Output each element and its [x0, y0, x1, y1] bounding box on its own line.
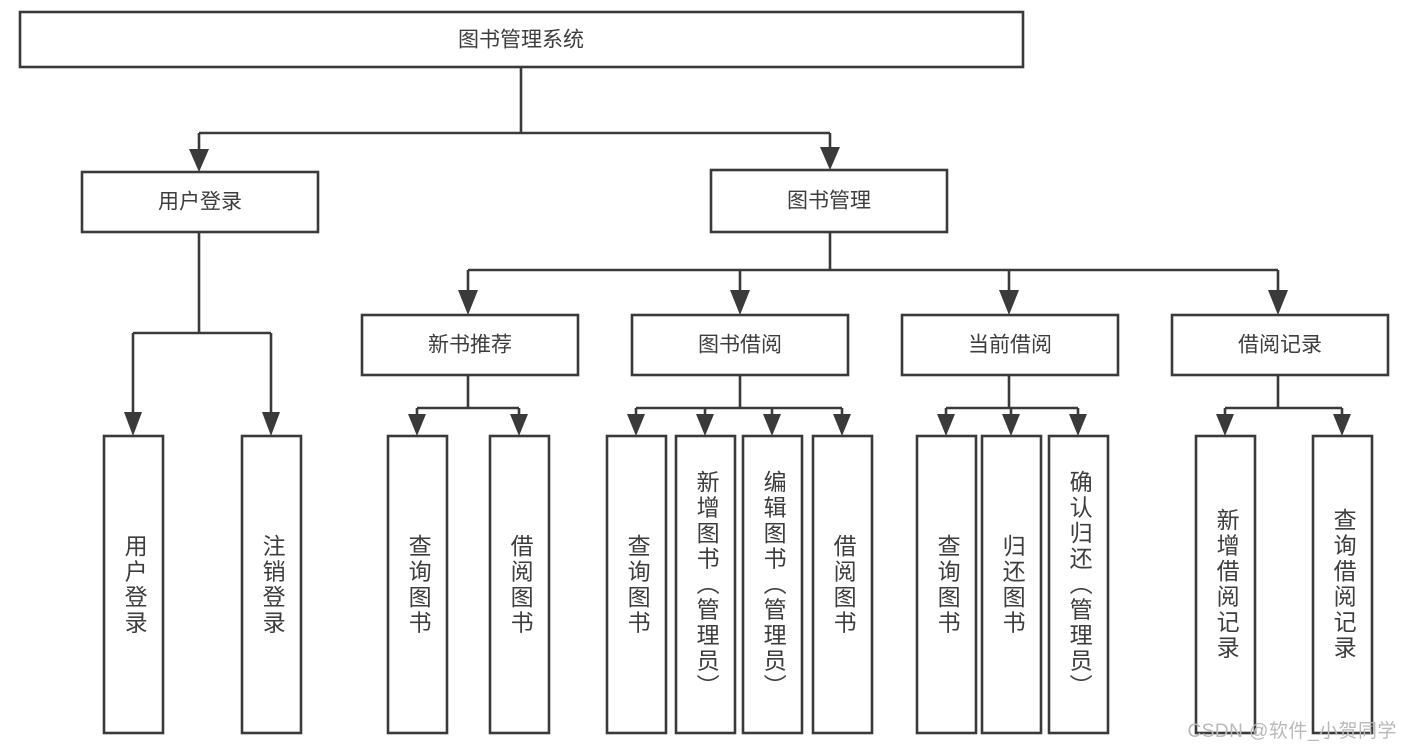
watermark-label: CSDN @软件_小贺同学: [1187, 721, 1397, 742]
arrowhead-to-leaf-borrow-book-2: [833, 414, 851, 436]
node-box-layer: 图书管理系统 用户登录 图书管理 新书推荐 图书借阅 当前借阅 借阅记录: [18, 10, 1390, 735]
node-box-root[interactable]: [18, 10, 1025, 69]
arrowhead-layer: [124, 147, 1351, 436]
node-box-leaf-borrow-book-2[interactable]: [811, 434, 874, 735]
node-box-leaf-borrow-book-1[interactable]: [488, 434, 551, 735]
node-box-user-login[interactable]: [80, 170, 320, 234]
node-box-leaf-return-book[interactable]: [980, 434, 1043, 735]
node-label-new-book-recommend: 新书推荐: [428, 334, 512, 357]
node-box-current-borrow[interactable]: [900, 313, 1120, 377]
node-box-book-borrow[interactable]: [630, 313, 850, 377]
arrowhead-to-leaf-logout-login: [262, 412, 280, 436]
node-label-current-borrow: 当前借阅: [968, 334, 1052, 357]
arrowhead-to-leaf-add-record: [1216, 414, 1234, 436]
arrowhead-to-book-borrow: [730, 290, 750, 315]
arrowhead-to-leaf-query-book-2: [627, 414, 645, 436]
arrowhead-to-leaf-user-login: [124, 412, 142, 436]
arrowhead-to-leaf-query-book-3: [937, 414, 955, 436]
node-label-root: 图书管理系统: [458, 29, 584, 52]
arrowhead-to-leaf-return-book: [1002, 414, 1020, 436]
node-box-leaf-confirm-return[interactable]: [1047, 434, 1110, 735]
node-box-leaf-query-book-2[interactable]: [605, 434, 668, 735]
node-box-book-manage[interactable]: [709, 168, 949, 234]
node-box-leaf-add-book[interactable]: [674, 434, 737, 735]
arrowhead-to-new-book-recommend: [458, 290, 478, 315]
node-box-leaf-add-record[interactable]: [1194, 434, 1257, 735]
node-box-leaf-user-login[interactable]: [102, 434, 165, 735]
node-box-leaf-logout-login[interactable]: [240, 434, 303, 735]
node-box-leaf-edit-book[interactable]: [741, 434, 804, 735]
arrowhead-to-leaf-query-record: [1333, 414, 1351, 436]
node-label-borrow-record: 借阅记录: [1238, 334, 1322, 357]
arrowhead-to-leaf-query-book-1: [408, 414, 426, 436]
node-box-borrow-record[interactable]: [1170, 313, 1390, 377]
arrowhead-to-leaf-edit-book: [763, 414, 781, 436]
node-box-leaf-query-book-1[interactable]: [386, 434, 449, 735]
arrowhead-to-leaf-borrow-book-1: [510, 414, 528, 436]
arrowhead-to-borrow-record: [1268, 290, 1288, 315]
node-label-user-login: 用户登录: [158, 191, 242, 214]
node-box-new-book-recommend[interactable]: [360, 313, 580, 377]
node-box-leaf-query-book-3[interactable]: [915, 434, 978, 735]
arrowhead-to-leaf-confirm-return: [1069, 414, 1087, 436]
arrowhead-to-book-manage: [820, 147, 840, 170]
arrowhead-to-current-borrow: [999, 290, 1019, 315]
node-label-book-manage: 图书管理: [787, 190, 871, 213]
node-box-leaf-query-record[interactable]: [1311, 434, 1374, 735]
arrowhead-to-user-login: [189, 149, 209, 172]
arrowhead-to-leaf-add-book: [696, 414, 714, 436]
node-label-book-borrow: 图书借阅: [698, 334, 782, 357]
